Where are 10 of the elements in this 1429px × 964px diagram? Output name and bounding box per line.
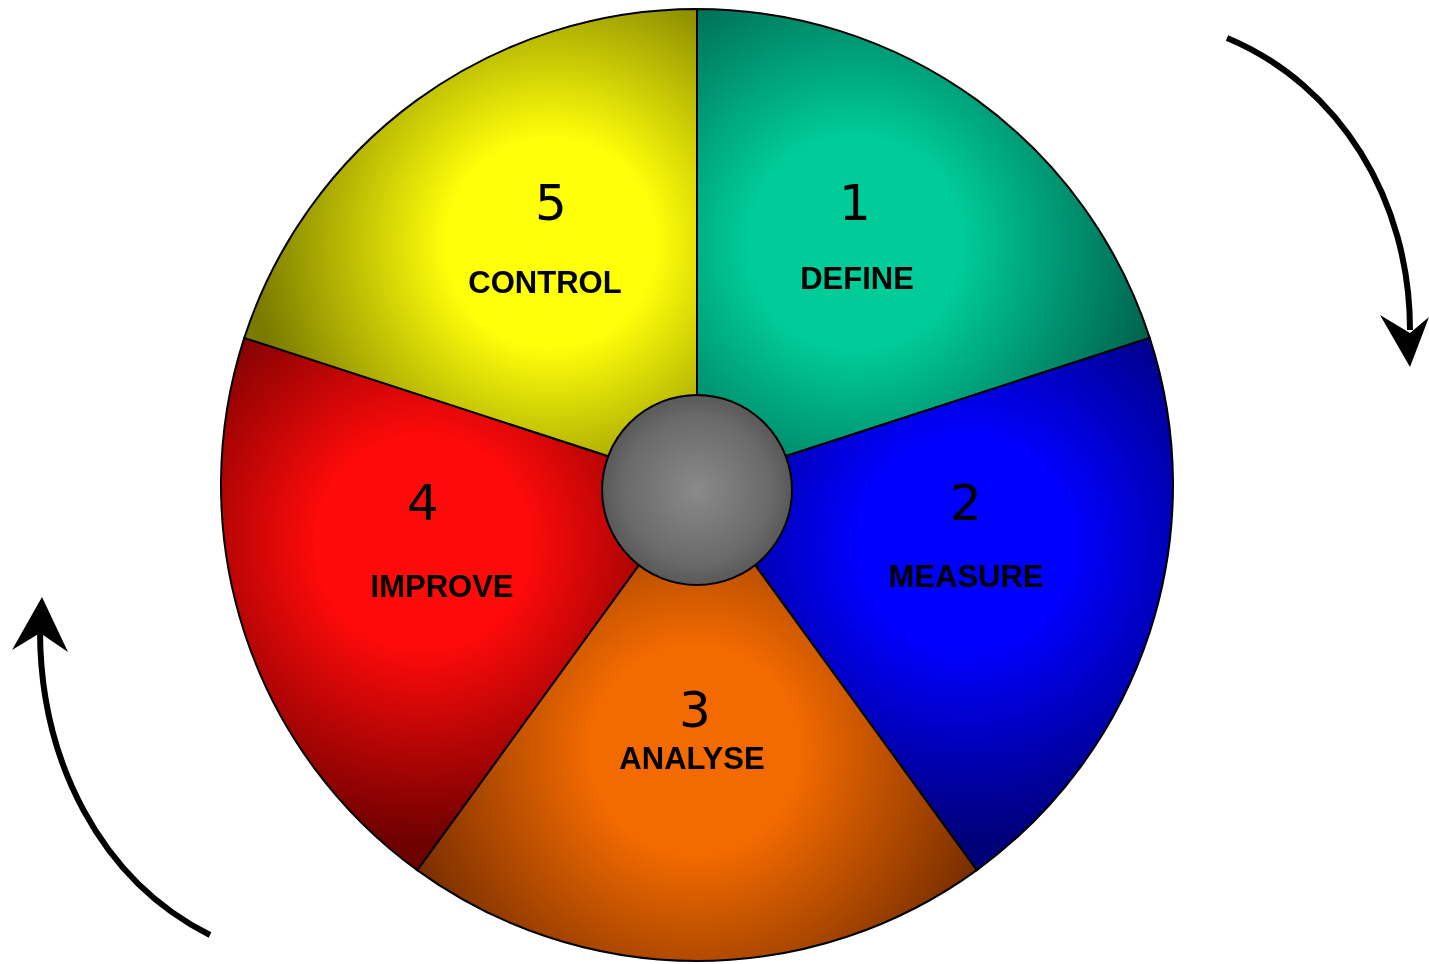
- step-label: DEFINE: [800, 261, 914, 297]
- step-number: 5: [535, 174, 567, 232]
- step-label: CONTROL: [468, 265, 622, 301]
- step-label: ANALYSE: [619, 741, 765, 777]
- step-number: 1: [839, 174, 871, 232]
- step-label: MEASURE: [888, 559, 1044, 595]
- step-number: 3: [679, 681, 711, 739]
- step-number: 4: [407, 474, 439, 532]
- step-label: IMPROVE: [370, 569, 514, 605]
- step-number: 2: [950, 474, 982, 532]
